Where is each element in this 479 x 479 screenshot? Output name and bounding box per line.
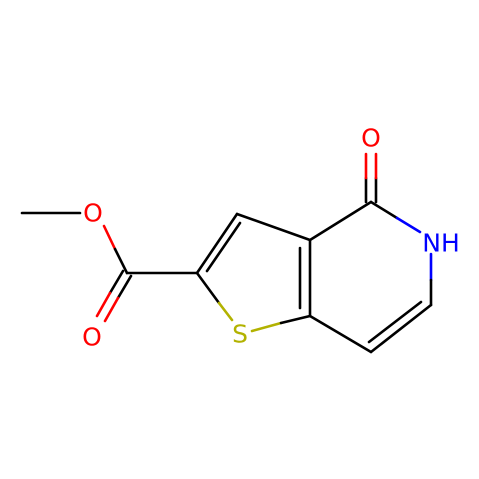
atom-o-top: O [361, 124, 381, 153]
bond-c3a-c4 [308, 200, 373, 242]
bond-s-c7a [250, 321, 283, 333]
bond-group [20, 152, 433, 354]
atom-nh: NH [422, 229, 460, 258]
bond-c2-s [195, 271, 221, 305]
bond-c4-n-blue [395, 216, 422, 234]
atom-label-group: O NH O S O [82, 124, 460, 352]
bond-oester-c-carbon [113, 247, 129, 275]
bond-c7-c7a [308, 314, 373, 354]
bond-c6-c7 [369, 303, 433, 354]
bond-c6-c7-inner [367, 300, 423, 344]
bond-co-double-b-red [103, 296, 120, 323]
bond-oester-c [102, 224, 117, 251]
bond-c2-c3-inner [205, 221, 242, 273]
atom-o-ester: O [83, 199, 103, 228]
bond-co-double-a-red [95, 291, 112, 318]
atom-s-ring: S [232, 320, 248, 349]
bond-c4-n [369, 200, 399, 220]
atom-o-carbonyl: O [82, 323, 102, 352]
bond-co-double-a [108, 269, 125, 295]
bond-s-c7a-carbon [279, 314, 312, 325]
bond-c3-c3a [235, 212, 312, 242]
bond-c2-s-yellow [217, 301, 234, 322]
bond-co-double-b [116, 274, 133, 300]
bond-c2-c3 [195, 212, 239, 275]
